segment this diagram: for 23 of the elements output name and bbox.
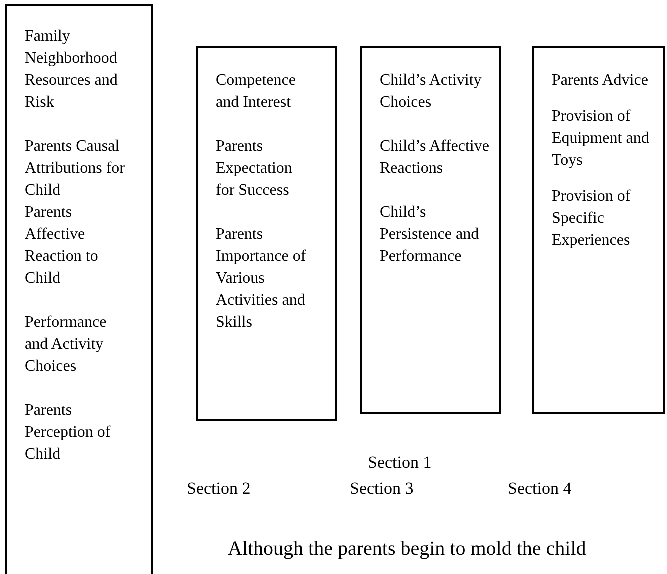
factor-text: Child’s Activity Choices xyxy=(380,71,483,113)
section-label: Section 1 xyxy=(368,452,432,474)
factor-text: Child’s Persistence and Performance xyxy=(380,203,480,267)
section-label: Section 2 xyxy=(187,478,251,500)
paragraph-text: Although the parents begin to mold the child xyxy=(228,538,586,560)
factor-text: Parents Affective Reaction to Child xyxy=(25,203,100,289)
section-label: Section 3 xyxy=(350,478,414,500)
factor-text: Family Neighborhood Resources and Risk xyxy=(25,27,119,113)
factor-box xyxy=(5,4,153,574)
factor-text: Parents Expectation for Success xyxy=(216,137,294,201)
factor-box xyxy=(360,46,501,414)
factor-box xyxy=(532,46,665,414)
factor-text: Parents Advice xyxy=(552,71,650,91)
factor-text: Competence and Interest xyxy=(216,71,297,113)
factor-text: Parents Importance of Various Activities and Skills xyxy=(216,225,308,333)
factor-box xyxy=(196,46,337,421)
factor-text: Child’s Affective Reactions xyxy=(380,137,490,179)
factor-text: Parents Causal Attributions for Child xyxy=(25,137,125,201)
factor-text: Performance and Activity Choices xyxy=(25,313,108,377)
factor-text: Provision of Specific Experiences xyxy=(552,187,632,251)
section-label: Section 4 xyxy=(508,478,572,500)
factor-text: Parents Perception of Child xyxy=(25,401,112,465)
factor-text: Provision of Equipment and Toys xyxy=(552,107,650,171)
